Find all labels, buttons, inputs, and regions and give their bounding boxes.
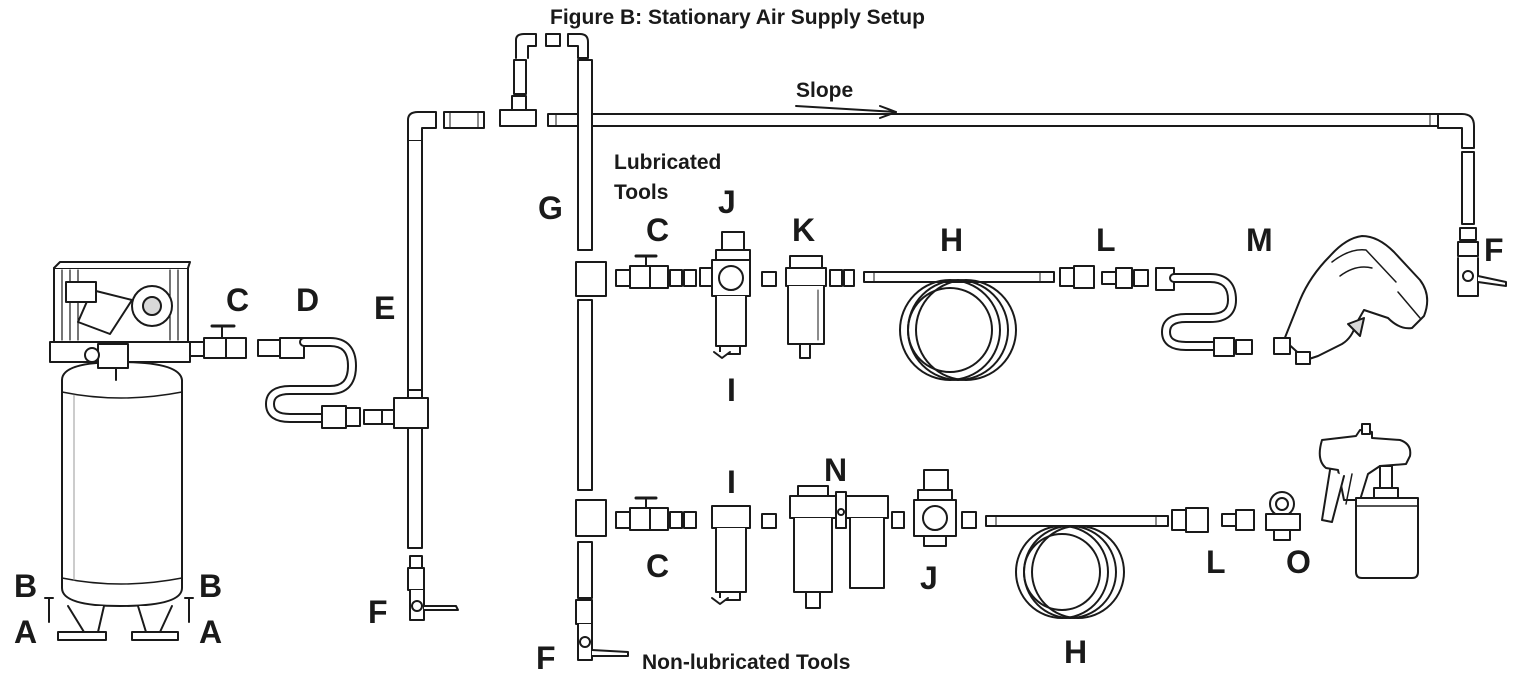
- hose-d: [257, 337, 395, 429]
- riser-pipe-e: [393, 111, 485, 621]
- figure-title: Figure B: Stationary Air Supply Setup: [550, 6, 925, 29]
- lubricated-branch: [615, 231, 1253, 381]
- header-tee: [499, 33, 1507, 297]
- callout-j-upper: J: [718, 184, 736, 220]
- impact-wrench: [1273, 235, 1429, 365]
- non-lubricated-tools-label: Non-lubricated Tools: [642, 651, 851, 674]
- callout-j-lower: J: [920, 560, 938, 596]
- callout-l-lower: L: [1206, 544, 1226, 580]
- callout-f-header: F: [1484, 232, 1504, 268]
- callout-g: G: [538, 190, 563, 226]
- callout-f-drop: F: [536, 640, 556, 676]
- callout-c-upper: C: [646, 212, 670, 248]
- callout-n: N: [824, 452, 848, 488]
- callout-d: D: [296, 282, 320, 318]
- callout-k: K: [792, 212, 816, 248]
- callout-b-left: B: [14, 568, 38, 604]
- slope-label: Slope: [796, 79, 854, 102]
- callout-i-upper: I: [727, 372, 736, 408]
- callout-l-upper: L: [1096, 222, 1116, 258]
- callout-o: O: [1286, 544, 1311, 580]
- callout-m: M: [1246, 222, 1273, 258]
- air-compressor: [44, 261, 194, 641]
- callout-f-riser: F: [368, 594, 388, 630]
- non-lubricated-branch: [615, 469, 1301, 619]
- callout-a-left: A: [14, 614, 38, 650]
- callout-c-compressor: C: [226, 282, 250, 318]
- callout-e: E: [374, 290, 396, 326]
- drop-pipe-g: [575, 59, 629, 661]
- callout-h-lower: H: [1064, 634, 1088, 670]
- callout-b-right: B: [199, 568, 223, 604]
- callout-a-right: A: [199, 614, 223, 650]
- callout-i-lower: I: [727, 464, 736, 500]
- callout-h-upper: H: [940, 222, 964, 258]
- callout-c-lower: C: [646, 548, 670, 584]
- lubricated-tools-label-line1: Lubricated: [614, 151, 722, 174]
- spray-gun: [1318, 423, 1419, 579]
- compressor-ball-valve: [189, 324, 247, 359]
- lubricated-tools-label-line2: Tools: [614, 181, 669, 204]
